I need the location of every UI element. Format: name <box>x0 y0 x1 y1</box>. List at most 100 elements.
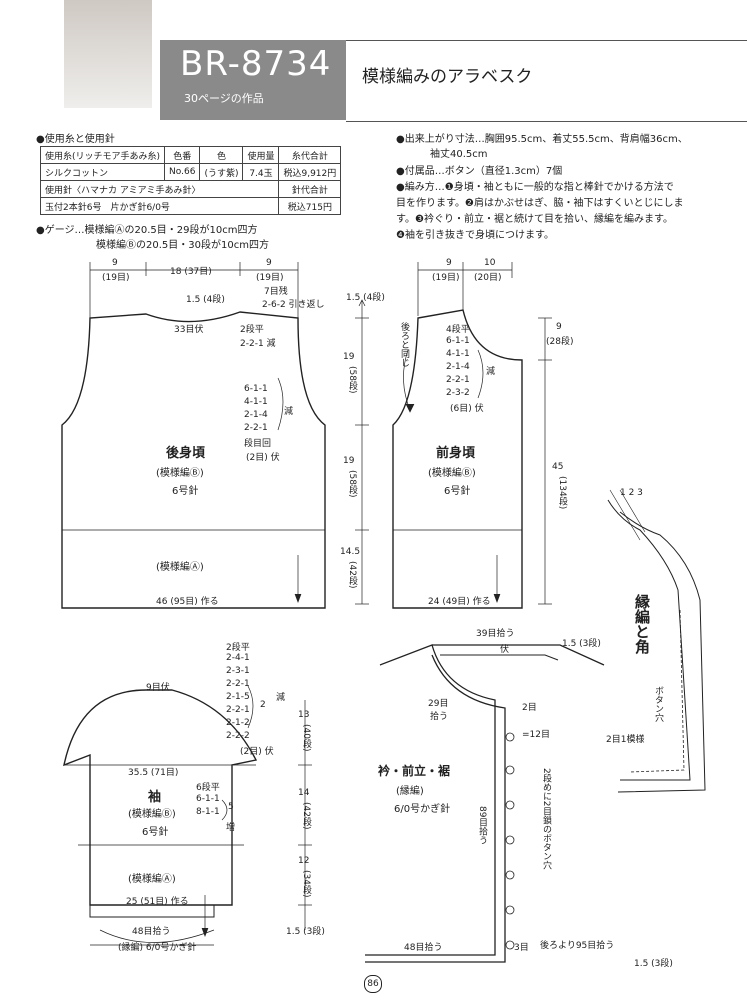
back-arm-5: 段目回 <box>244 439 272 449</box>
front-width-2-rows: (20目) <box>474 273 502 283</box>
sleeve-cap-7: 2-2-2 <box>226 731 250 741</box>
back-width-mid: 18 (37目) <box>170 267 212 277</box>
table-cell: 税込9,912円 <box>278 163 342 181</box>
back-height-2: 19 <box>343 456 355 466</box>
front-width-2: 10 <box>484 258 496 268</box>
code-block <box>160 40 346 120</box>
sleeve-height-2-rows: (42段) <box>301 802 311 830</box>
front-neck-2: 4-1-1 <box>446 349 470 359</box>
front-width-1: 9 <box>446 258 452 268</box>
table-cell: 玉付2本針6号 片かぎ針6/0号 <box>39 197 280 215</box>
table-cell: 税込715円 <box>278 197 342 215</box>
table-cell: No.66 <box>164 163 201 181</box>
collar-pick-front: 89目拾う <box>477 806 487 845</box>
front-neck-0: 4段平 <box>446 325 470 335</box>
sleeve-cap-1: 2-4-1 <box>226 653 250 663</box>
back-height-3-rows: (42段) <box>347 561 357 589</box>
back-shoulder-rows: 1.5 (4段) <box>186 295 225 305</box>
front-top-height-rows: (28段) <box>546 337 574 347</box>
back-width-right-rows: (19目) <box>256 273 284 283</box>
sleeve-cap-4: 2-1-5 <box>226 692 250 702</box>
front-neck-1: 6-1-1 <box>446 336 470 346</box>
collar-edge: (縁編) <box>396 786 424 797</box>
table-row: 玉付2本針6号 片かぎ針6/0号 税込715円 <box>39 197 342 215</box>
sleeve-pattern: (模様編Ⓑ) <box>128 809 176 820</box>
front-same-as-back: 後ろと同じ <box>399 322 409 367</box>
front-neck-6: (6目) 伏 <box>450 404 484 414</box>
sleeve-cap-5: 2-2-1 <box>226 705 250 715</box>
back-cast-on: 46 (95目) 作る <box>156 597 219 607</box>
back-height-1: 19 <box>343 352 355 362</box>
back-shoulder-turn: 2-6-2 引き返し <box>262 300 325 310</box>
model-photo <box>64 0 152 108</box>
front-total-height-rows: (134段) <box>557 476 567 510</box>
sleeve-pick: 48目拾う <box>132 927 171 937</box>
accessories-line: ●付属品…ボタン（直径1.3cm）7個 <box>396 166 563 177</box>
front-total-height: 45 <box>552 462 564 472</box>
method-line-2: 目を作ります。❷肩はかぶせはぎ、脇・袖下はすくいとじにしま <box>396 198 684 209</box>
sleeve-cap-0: 2段平 <box>226 643 250 653</box>
sleeve-cast-on: 25 (51目) 作る <box>126 897 189 907</box>
sleeve-cap-repeat: 2 <box>260 700 266 710</box>
method-line-1: ●編み方…❶身頃・袖ともに一般的な指と棒針でかける方法で <box>396 182 674 193</box>
edging-buttonhole: ボタン穴 <box>653 686 663 722</box>
title-box <box>346 40 747 122</box>
back-hem-pattern: (模様編Ⓐ) <box>156 562 204 573</box>
collar-3-stitches: 3目 <box>514 943 529 953</box>
back-shoulder-height: 1.5 (4段) <box>346 293 385 303</box>
page-reference: 30ページの作品 <box>184 92 264 105</box>
pattern-code: BR-8734 <box>180 44 332 84</box>
table-row: 使用糸(リッチモア手あみ糸) 色番 色 使用量 糸代合計 <box>39 146 342 164</box>
back-shoulder-remain: 7目残 <box>264 287 288 297</box>
back-width-left-rows: (19目) <box>102 273 130 283</box>
back-pattern: (模様編Ⓑ) <box>156 468 204 479</box>
sleeve-inc-0: 6段平 <box>196 783 220 793</box>
sleeve-height-3-rows: (34段) <box>301 870 311 898</box>
sleeve-edge: (縁編) 6/0号かぎ針 <box>118 943 197 953</box>
back-height-2-rows: (58段) <box>347 470 357 498</box>
sleeve-cap-2: 2-3-1 <box>226 666 250 676</box>
back-neck-plain: 2段平 <box>240 325 264 335</box>
collar-needle: 6/0号かぎ針 <box>394 804 451 815</box>
front-neck-3: 2-1-4 <box>446 362 470 372</box>
gauge-line-2: 模様編Ⓑの20.5目・30段が10cm四方 <box>96 240 269 251</box>
back-width-right: 9 <box>266 258 272 268</box>
back-arm-dec: 減 <box>284 407 294 417</box>
back-name: 後身頃 <box>166 446 206 461</box>
collar-name: 衿・前立・裾 <box>378 764 451 778</box>
page-title: 模様編みのアラベスク <box>362 67 533 87</box>
sleeve-top-bind: 9目伏 <box>146 683 170 693</box>
collar-pick-bottom: 48目拾う <box>404 943 443 953</box>
back-height-1-rows: (58段) <box>347 366 357 394</box>
back-arm-4: 2-2-1 <box>244 423 268 433</box>
sleeve-cap-3: 2-2-1 <box>226 679 250 689</box>
back-needle: 6号針 <box>172 486 199 497</box>
collar-right-height: 1.5 (3段) <box>562 639 601 649</box>
front-needle: 6号針 <box>444 486 471 497</box>
materials-table: 使用糸(リッチモア手あみ糸) 色番 色 使用量 糸代合計 シルクコットン No.… <box>39 146 342 215</box>
sleeve-inc-repeat: 5 <box>228 802 234 812</box>
front-neck-5: 2-3-2 <box>446 388 470 398</box>
method-line-4: ❹袖を引き抜きで身頃につけます。 <box>396 230 554 241</box>
front-top-height: 9 <box>556 322 562 332</box>
sleeve-inc-2: 8-1-1 <box>196 807 220 817</box>
collar-pick-side: 29目 <box>428 699 449 709</box>
size-line: ●出来上がり寸法…胸囲95.5cm、着丈55.5cm、背肩幅36cm、 <box>396 134 688 145</box>
sleeve-inc-1: 6-1-1 <box>196 794 220 804</box>
back-arm-2: 4-1-1 <box>244 397 268 407</box>
collar-bind: 伏 <box>500 645 510 655</box>
collar-bottom-height: 1.5 (3段) <box>634 959 673 969</box>
gauge-line-1: ●ゲージ…模様編Ⓐの20.5目・29段が10cm四方 <box>36 225 258 236</box>
edging-numbers: 1 2 3 <box>620 488 643 498</box>
table-row: シルクコットン No.66 (うす紫) 7.4玉 税込9,912円 <box>39 163 342 181</box>
front-neck-dec: 減 <box>486 367 496 377</box>
back-arm-1: 6-1-1 <box>244 384 268 394</box>
back-arm-6: (2目) 伏 <box>246 453 280 463</box>
back-height-3: 14.5 <box>340 547 361 557</box>
collar-12-stitches: =12目 <box>522 730 550 740</box>
edging-pattern: 2目1模様 <box>606 735 645 745</box>
back-neck-dec: 2-2-1 減 <box>240 339 276 349</box>
sleeve-cap-6: 2-1-2 <box>226 718 250 728</box>
collar-2-stitches: 2目 <box>522 703 537 713</box>
